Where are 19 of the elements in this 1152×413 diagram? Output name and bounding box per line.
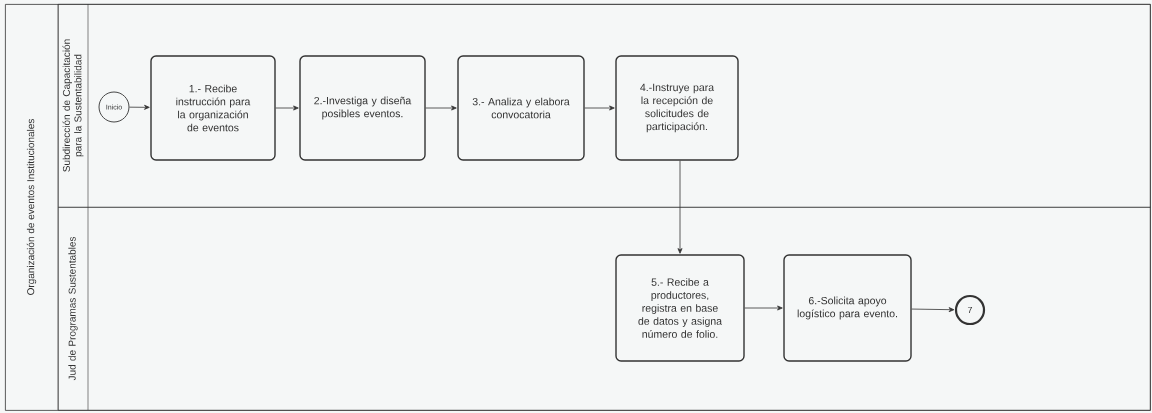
task-box: 6.-Solicita apoyo logístico para evento. [783, 254, 912, 362]
task-box: 5.- Recibe a productores, registra en base de datos y asigna número de folio. [615, 254, 745, 362]
arrow [584, 105, 615, 111]
arrow [425, 105, 457, 111]
arrow [677, 160, 683, 254]
pool-label: Organización de eventos Institucionales [26, 119, 37, 295]
task-box: 4.-Instruye para la recepción de solicitudes de participación. [615, 55, 739, 161]
arrow [744, 305, 783, 311]
swimlane [58, 206, 1151, 411]
swimlane [58, 3, 1151, 208]
end-event: 7 [954, 294, 986, 326]
lane-label: Subdirección de Capacitación para la Sustentabilidad [62, 39, 84, 172]
task-box: 2.-Investiga y diseña posibles eventos. [299, 55, 426, 161]
task-box: 1.- Recibe instrucción para la organización de eventos [150, 55, 276, 161]
arrow [275, 105, 299, 111]
arrow [129, 104, 150, 110]
arrow [911, 307, 955, 313]
lane-label: Jud de Programas Sustentables [68, 236, 78, 381]
task-box: 3.- Analiza y elabora convocatoria [457, 55, 585, 161]
